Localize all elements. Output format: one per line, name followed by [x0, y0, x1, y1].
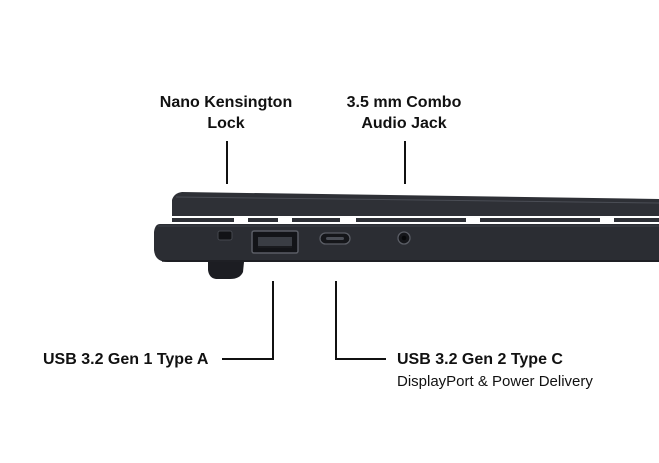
usb-c-port	[319, 232, 351, 245]
audio-jack-label-line1: 3.5 mm Combo	[346, 94, 462, 111]
usb-c-label: USB 3.2 Gen 2 Type C	[397, 351, 563, 368]
audio-jack-port	[397, 231, 411, 245]
laptop-lid	[172, 192, 659, 222]
kensington-label-line1: Nano Kensington	[159, 94, 293, 111]
usb-c-sublabel: DisplayPort & Power Delivery	[397, 373, 593, 390]
rubber-foot	[208, 262, 244, 279]
kensington-label: Nano Kensington Lock	[140, 92, 312, 134]
usb-a-label: USB 3.2 Gen 1 Type A	[43, 351, 209, 368]
usb-a-port	[251, 230, 299, 254]
audio-jack-label: 3.5 mm Combo Audio Jack	[328, 92, 480, 134]
audio-jack-label-line2: Audio Jack	[361, 115, 447, 132]
kensington-label-line2: Lock	[207, 115, 245, 132]
leader-line-usb-a	[222, 281, 274, 360]
leader-line-usb-c	[335, 281, 386, 360]
kensington-slot	[217, 230, 233, 241]
